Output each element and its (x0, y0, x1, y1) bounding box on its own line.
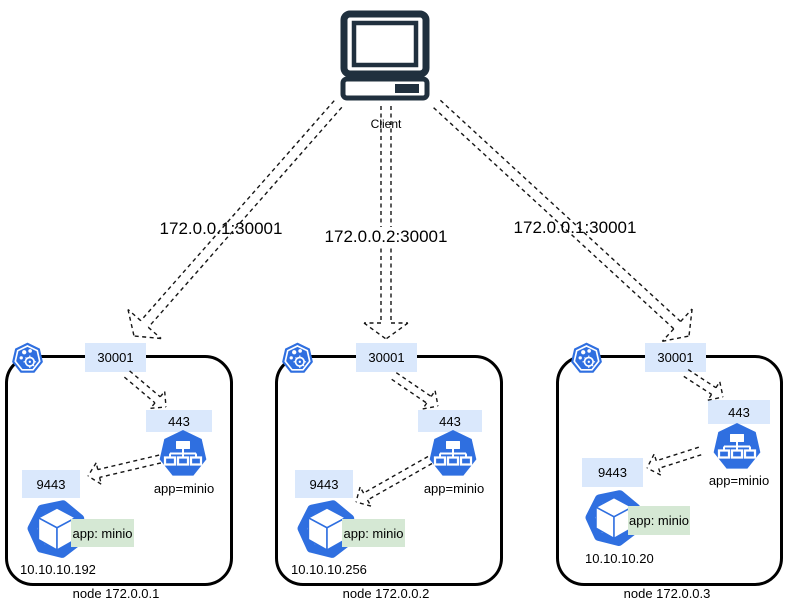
node-1-pod-ip: 10.10.10.192 (20, 562, 96, 577)
connection-label-3: 172.0.0.1:30001 (513, 218, 637, 237)
node-1-service-port: 443 (146, 410, 212, 432)
node-1-nodeport: 30001 (85, 343, 146, 372)
computer-icon (340, 10, 430, 101)
node-1-name: node 172.0.0.1 (72, 586, 160, 601)
node-2-name: node 172.0.0.2 (342, 586, 430, 601)
node-1-pod-label: app: minio (71, 519, 134, 547)
kubernetes-service-icon (158, 429, 208, 479)
node-3-service-port: 443 (708, 400, 770, 424)
connection-label-2: 172.0.0.2:30001 (321, 227, 451, 247)
kubernetes-service-icon (428, 429, 478, 479)
node-3-nodeport: 30001 (645, 343, 706, 372)
node-1-pod-port: 9443 (22, 470, 80, 498)
node-3-service-selector: app=minio (708, 473, 770, 488)
node-2-pod-port: 9443 (295, 470, 353, 498)
node-2-pod-ip: 10.10.10.256 (291, 562, 367, 577)
node-1-service-selector: app=minio (153, 481, 215, 496)
client-label: Client (370, 117, 402, 131)
node-3-name: node 172.0.0.3 (623, 586, 711, 601)
node-3-pod-label: app: minio (628, 506, 690, 535)
node-2-service-selector: app=minio (423, 481, 485, 496)
kubernetes-service-icon (712, 422, 762, 472)
connection-label-1: 172.0.0.1:30001 (159, 219, 283, 238)
node-3-pod-ip: 10.10.10.20 (585, 551, 654, 566)
kubernetes-proxy-icon (281, 342, 314, 375)
node-2-pod-label: app: minio (342, 519, 405, 547)
node-3-pod-port: 9443 (582, 458, 643, 487)
client-to-node2-arrow (363, 106, 409, 340)
kubernetes-proxy-icon (11, 342, 44, 375)
kubernetes-proxy-icon (570, 342, 603, 375)
node-2-nodeport: 30001 (356, 343, 417, 372)
node-2-service-port: 443 (418, 410, 482, 432)
